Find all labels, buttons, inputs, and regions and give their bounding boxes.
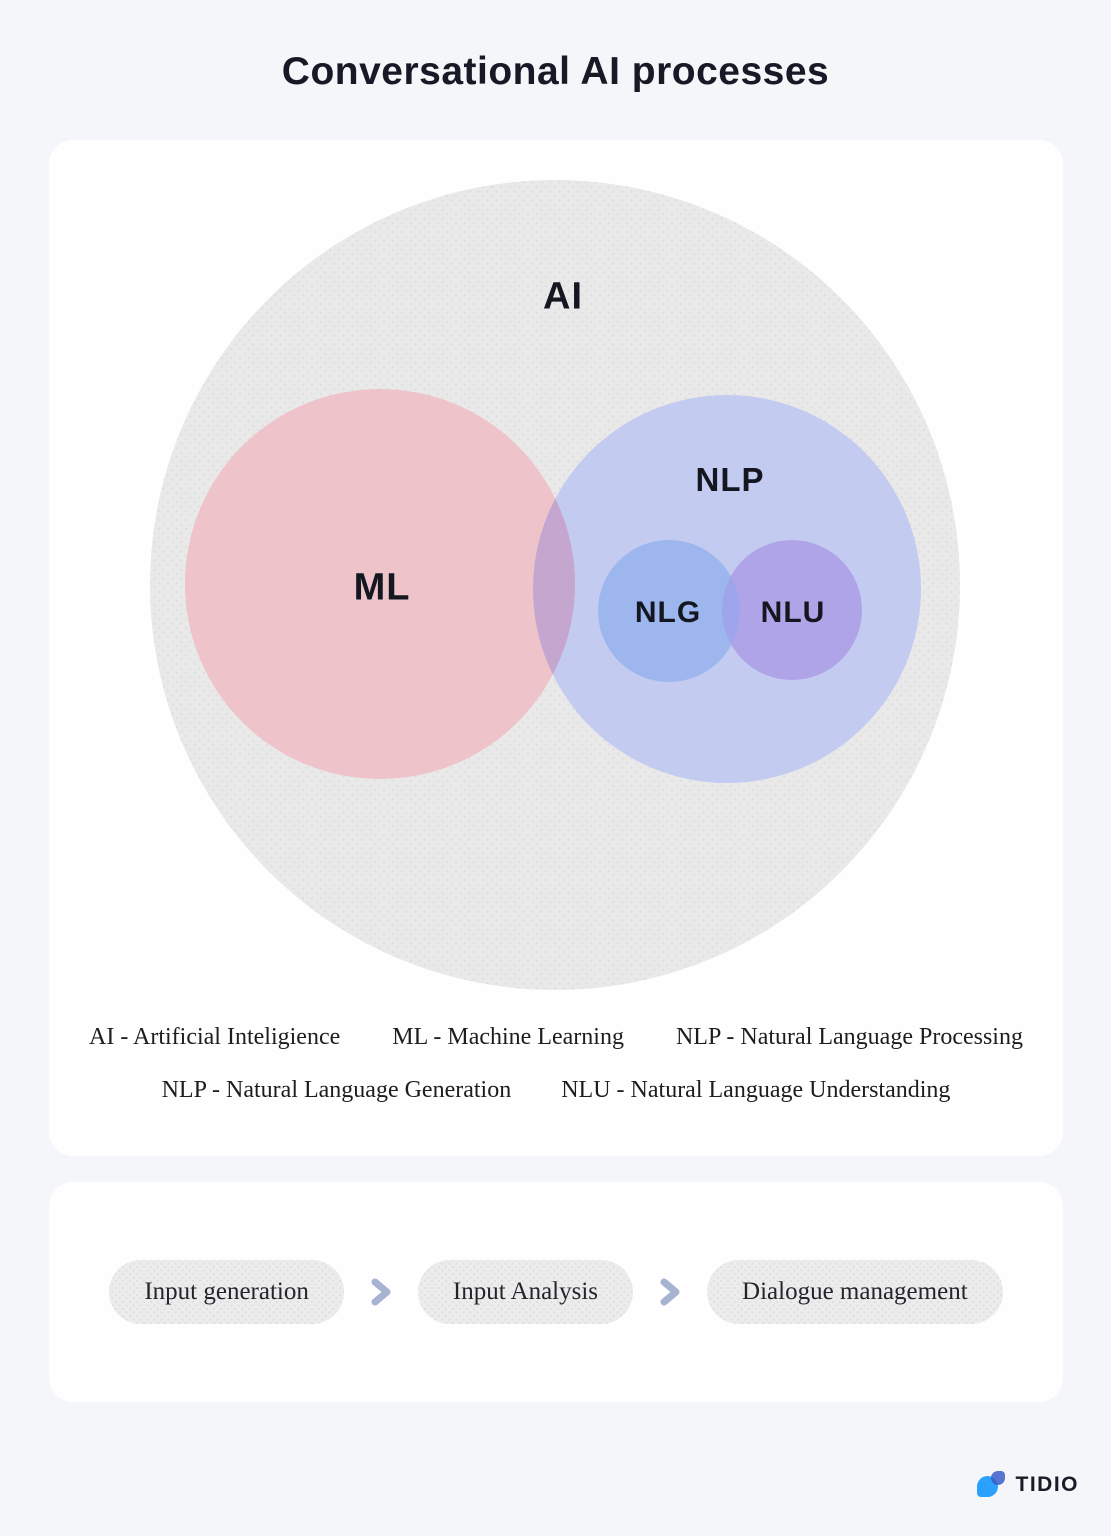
process-step-input-analysis: Input Analysis: [418, 1260, 633, 1324]
chevron-right-icon: [660, 1278, 680, 1306]
legend-row-2: NLP - Natural Language Generation NLU - …: [49, 1077, 1063, 1104]
process-flow: Input generation Input Analysis Dialogue…: [49, 1182, 1063, 1402]
venn-diagram: [150, 180, 960, 990]
tidio-dot-shape: [990, 1471, 1005, 1485]
venn-card: AI ML NLP NLG NLU AI - Artificial Inteli…: [49, 140, 1063, 1156]
process-step-label: Dialogue management: [742, 1278, 968, 1305]
legend-item-ml: ML - Machine Learning: [392, 1024, 624, 1050]
nlp-label: NLP: [695, 461, 765, 498]
nlg-circle: [598, 540, 740, 682]
legend-item-nlu: NLU - Natural Language Understanding: [561, 1077, 951, 1103]
ml-label: ML: [353, 566, 411, 609]
process-step-input-generation: Input generation: [109, 1260, 344, 1324]
legend-item-nlg: NLP - Natural Language Generation: [161, 1077, 512, 1103]
page-title: Conversational AI processes: [281, 50, 830, 93]
nlu-circle: [722, 540, 862, 680]
legend-row-1: AI - Artificial Inteligience ML - Machin…: [49, 1024, 1063, 1051]
tidio-brand-text: TIDIO: [1015, 1472, 1079, 1496]
nlu-label: NLU: [760, 596, 826, 629]
process-step-label: Input Analysis: [452, 1278, 599, 1305]
ml-circle: [185, 389, 575, 779]
legend-item-ai: AI - Artificial Inteligience: [89, 1024, 341, 1050]
process-card: Input generation Input Analysis Dialogue…: [49, 1182, 1063, 1402]
process-step-dialogue-management: Dialogue management: [707, 1260, 1003, 1324]
nlg-label: NLG: [634, 596, 702, 629]
ai-label: AI: [543, 275, 583, 318]
tidio-brand: TIDIO: [976, 1471, 1080, 1498]
process-step-label: Input generation: [144, 1278, 309, 1305]
chevron-right-icon: [371, 1278, 391, 1306]
tidio-logo-icon: [976, 1471, 1007, 1498]
legend-item-nlp: NLP - Natural Language Processing: [675, 1024, 1023, 1050]
